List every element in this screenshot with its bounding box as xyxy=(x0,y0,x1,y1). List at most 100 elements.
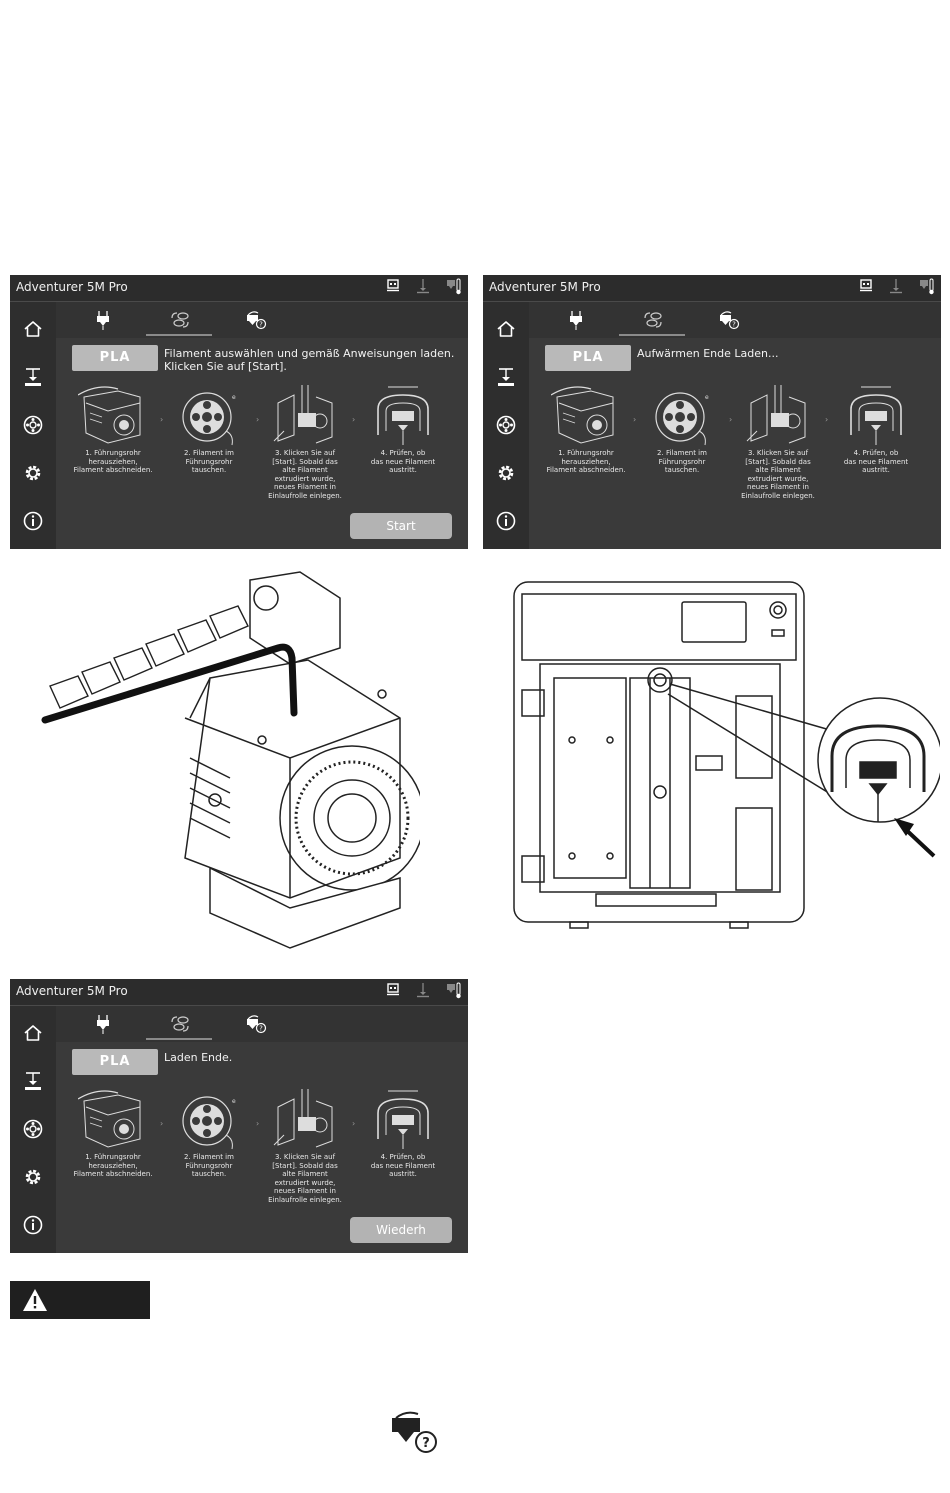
home-icon[interactable] xyxy=(22,1022,44,1044)
print-icon[interactable] xyxy=(22,1070,44,1092)
warning-triangle-icon xyxy=(23,1289,47,1311)
step-label-line: Filament abschneiden. xyxy=(73,466,153,475)
info-icon[interactable] xyxy=(22,1214,44,1236)
bed-temp-icon[interactable] xyxy=(416,278,430,296)
sidebar xyxy=(10,302,56,549)
action-button[interactable]: Start xyxy=(350,513,452,539)
step-arrow: › xyxy=(256,1119,260,1128)
settings-icon[interactable] xyxy=(22,462,44,484)
nozzle-temp-icon[interactable] xyxy=(919,278,935,296)
step-label-line: [Start]. Sobald das xyxy=(272,1161,338,1170)
tab-extruder[interactable] xyxy=(70,1010,136,1038)
filament-icon[interactable] xyxy=(22,414,44,436)
nozzle-temp-icon[interactable] xyxy=(446,982,462,1000)
extruder-head-illustration xyxy=(78,1090,141,1148)
material-button[interactable]: PLA xyxy=(545,345,631,371)
step-label-line: 1. Führungsrohr xyxy=(85,1153,141,1161)
print-icon[interactable] xyxy=(22,366,44,388)
step-label-line: alte Filament xyxy=(282,1170,328,1179)
settings-icon[interactable] xyxy=(22,1166,44,1188)
tab-filament-swap[interactable] xyxy=(146,306,212,336)
step-label-line: alte Filament xyxy=(282,466,328,475)
print-icon[interactable] xyxy=(495,366,517,388)
filament-swap-icon xyxy=(171,312,189,328)
nozzle-temp-icon[interactable] xyxy=(446,278,462,296)
app-title: Adventurer 5M Pro xyxy=(16,984,128,998)
step-label-line: neues Filament in xyxy=(274,1187,336,1196)
sidebar xyxy=(483,302,529,549)
extruder-icon xyxy=(97,311,109,330)
step-label-line: 1. Führungsrohr xyxy=(558,449,614,457)
filament-icon[interactable] xyxy=(495,414,517,436)
title-bar: Adventurer 5M Pro xyxy=(10,979,468,1006)
bed-temp-icon[interactable] xyxy=(889,278,903,296)
svg-text:e: e xyxy=(232,394,236,401)
step-label-line: herausziehen, xyxy=(88,457,138,466)
material-button[interactable]: PLA xyxy=(72,1049,158,1075)
bed-temp-icon[interactable] xyxy=(416,982,430,1000)
material-button[interactable]: PLA xyxy=(72,345,158,371)
feeder-illustration xyxy=(746,385,806,444)
svg-text:e: e xyxy=(232,1098,236,1105)
tab-filament-swap[interactable] xyxy=(619,306,685,336)
step-label-line: Führungsrohr xyxy=(185,457,233,466)
status-icons xyxy=(859,278,935,296)
step-label-line: 1. Führungsrohr xyxy=(85,449,141,457)
step-label-line: Filament abschneiden. xyxy=(73,1170,153,1179)
svg-text:?: ? xyxy=(732,321,736,329)
nozzle-help-icon: ? xyxy=(247,311,267,330)
instruction-line: Laden Ende. xyxy=(164,1051,233,1064)
step-label-line: 2. Filament im xyxy=(184,1153,234,1161)
filament-swap-icon xyxy=(171,1016,189,1032)
step-label-line: neues Filament in xyxy=(274,483,336,492)
step-label-line: [Start]. Sobald das xyxy=(745,457,811,466)
spool-illustration: e xyxy=(182,392,236,446)
step-label-line: 2. Filament im xyxy=(184,449,234,457)
nozzle-check-illustration xyxy=(850,386,902,445)
status-icons xyxy=(386,982,462,1000)
step-label-line: das neue Filament xyxy=(370,457,436,466)
home-icon[interactable] xyxy=(495,318,517,340)
step-label-line: tauschen. xyxy=(664,466,700,475)
step-arrow: › xyxy=(825,415,829,424)
tab-extruder[interactable] xyxy=(70,306,136,334)
tab-nozzle-help[interactable]: ? xyxy=(695,306,761,334)
app-title: Adventurer 5M Pro xyxy=(489,280,601,294)
settings-icon[interactable] xyxy=(495,462,517,484)
action-button[interactable]: Wiederh xyxy=(350,1217,452,1243)
tab-nozzle-help[interactable]: ? xyxy=(222,1010,288,1038)
step-label-line: austritt. xyxy=(389,466,417,475)
printer-screen-2: Adventurer 5M Pro xyxy=(483,275,941,549)
step-label-line: alte Filament xyxy=(755,466,801,475)
step-label-line: austritt. xyxy=(389,1170,417,1179)
info-icon[interactable] xyxy=(22,510,44,532)
tab-nozzle-help[interactable]: ? xyxy=(222,306,288,334)
tab-filament-swap[interactable] xyxy=(146,1010,212,1040)
tab-bar: ? xyxy=(529,302,941,338)
step-label-line: Filament abschneiden. xyxy=(546,466,626,475)
status-icons xyxy=(386,278,462,296)
camera-icon[interactable] xyxy=(386,982,400,1000)
feeder-illustration xyxy=(273,1089,333,1148)
tab-extruder[interactable] xyxy=(543,306,609,334)
camera-icon[interactable] xyxy=(386,278,400,296)
home-icon[interactable] xyxy=(22,318,44,340)
step-label-line: [Start]. Sobald das xyxy=(272,457,338,466)
filament-icon[interactable] xyxy=(22,1118,44,1140)
step-label-line: das neue Filament xyxy=(370,1161,436,1170)
instruction-text: Laden Ende. xyxy=(164,1051,464,1064)
info-icon[interactable] xyxy=(495,510,517,532)
step-arrow: › xyxy=(352,1119,356,1128)
camera-icon[interactable] xyxy=(859,278,873,296)
